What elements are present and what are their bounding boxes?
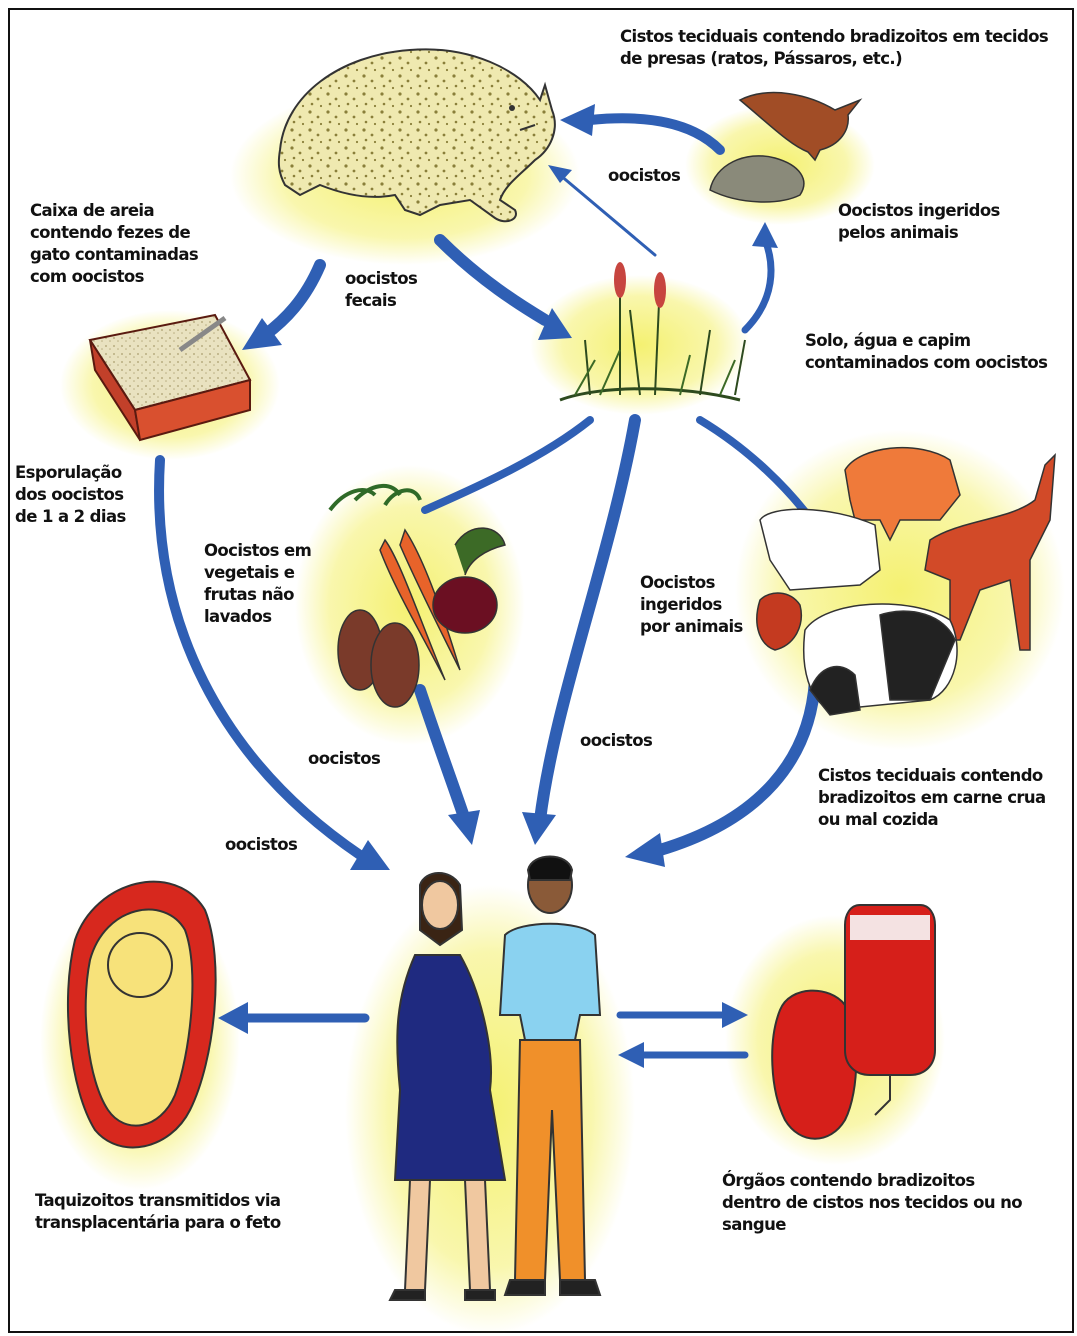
label-ingested-by-animals-mid: Oocistos ingeridos por animais	[640, 572, 743, 638]
label-oocysts-center: oocistos	[308, 748, 380, 770]
arrow-vegetables-to-humans-head	[448, 810, 480, 845]
label-transplacental: Taquizoitos transmitidos via transplacen…	[35, 1190, 281, 1234]
arrow-plants-to-vegetables	[425, 420, 590, 510]
label-unwashed-produce: Oocistos em vegetais e frutas não lavado…	[204, 540, 311, 628]
arrow-livestock-to-humans-head	[625, 833, 665, 867]
label-ingested-by-animals-top: Oocistos ingeridos pelos animais	[838, 200, 1000, 244]
arrow-prey-to-cat-head	[560, 104, 595, 136]
arrow-plants-to-prey	[745, 240, 771, 330]
beet-icon	[433, 577, 497, 633]
label-oocysts-top: oocistos	[608, 165, 680, 187]
arrow-plants-to-prey-head	[752, 222, 778, 248]
label-oocysts-left: oocistos	[225, 834, 297, 856]
label-soil-water-grass: Solo, água e capim contaminados com ooci…	[805, 330, 1047, 374]
label-fecal-oocysts: oocistos fecais	[345, 268, 417, 312]
heart-icon	[772, 991, 856, 1139]
label-tissue-cysts-prey: Cistos teciduais contendo bradizoitos em…	[620, 26, 1048, 70]
label-oocysts-right: oocistos	[580, 730, 652, 752]
label-litter-box: Caixa de areia contendo fezes de gato co…	[30, 200, 198, 288]
arrow-plants-to-humans	[540, 420, 635, 820]
label-organs-blood: Órgãos contendo bradizoitos dentro de ci…	[722, 1170, 1022, 1236]
arrow-cat-to-litter	[265, 265, 320, 335]
arrow-plants-to-humans-head	[522, 812, 556, 845]
label-sporulation: Esporulação dos oocistos de 1 a 2 dias	[15, 462, 126, 528]
arrow-plants-to-cat	[560, 175, 655, 255]
label-raw-meat: Cistos teciduais contendo bradizoitos em…	[818, 765, 1046, 831]
